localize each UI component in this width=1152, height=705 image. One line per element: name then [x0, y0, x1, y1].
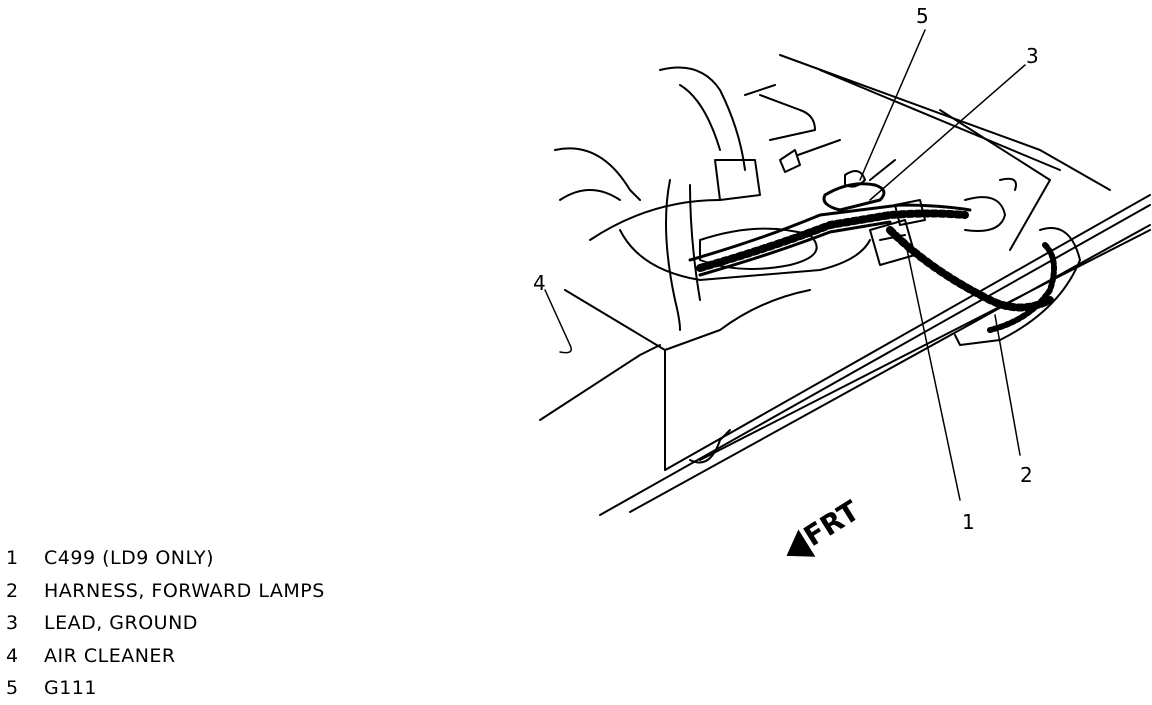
legend-text: C499 (LD9 ONLY): [44, 547, 215, 569]
legend-item: 1 C499 (LD9 ONLY): [6, 542, 325, 575]
callout-5: 5: [916, 4, 929, 28]
legend: 1 C499 (LD9 ONLY) 2 HARNESS, FORWARD LAMPS…: [6, 542, 325, 705]
legend-text: G111: [44, 677, 97, 699]
harness-branch: [886, 226, 1054, 312]
callout-1: 1: [962, 510, 975, 534]
hood-line: [779, 54, 1111, 191]
leader-3: [869, 64, 1026, 201]
legend-item: 5 G111: [6, 672, 325, 705]
leader-4: [544, 289, 572, 354]
leader-5: [859, 29, 926, 181]
harness-main: [688, 203, 972, 277]
intake-hose: [665, 179, 701, 331]
callout-4: 4: [533, 271, 546, 295]
upper-bracket: [659, 66, 816, 171]
fender-outline: [599, 194, 1151, 516]
fender-edge: [564, 289, 811, 471]
air-cleaner-lid: [699, 227, 818, 270]
right-bracket-fill: [987, 242, 1057, 333]
cowl-line: [939, 109, 1051, 251]
legend-item: 2 HARNESS, FORWARD LAMPS: [6, 575, 325, 608]
callout-2: 2: [1020, 463, 1033, 487]
direction-arrow-icon: [786, 529, 816, 557]
ground-lead: [822, 182, 886, 212]
harness-end: [964, 196, 1006, 232]
connector-c499: [869, 219, 916, 266]
leader-1: [904, 239, 961, 501]
fitting: [714, 159, 761, 201]
ground-stud: [779, 139, 841, 173]
legend-text: AIR CLEANER: [44, 644, 176, 667]
inner-panel: [539, 344, 661, 421]
legend-number: 3: [6, 612, 19, 634]
legend-item: 4 AIR CLEANER: [6, 640, 325, 673]
leader-2: [994, 314, 1021, 456]
fender-notch: [689, 429, 731, 464]
front-direction-indicator: FRT: [773, 481, 884, 576]
legend-number: 4: [6, 644, 19, 667]
bolt-stem: [744, 84, 776, 96]
legend-text: LEAD, GROUND: [44, 612, 198, 634]
harness-wrap: [696, 209, 969, 272]
legend-number: 1: [6, 547, 19, 569]
callout-3: 3: [1026, 44, 1039, 68]
air-cleaner-housing: [554, 147, 871, 281]
connector-detail: [894, 199, 926, 226]
legend-text: HARNESS, FORWARD LAMPS: [44, 579, 325, 602]
ground-eyelet: [844, 159, 896, 188]
right-bracket: [954, 227, 1081, 346]
legend-number: 2: [6, 579, 19, 602]
legend-item: 3 LEAD, GROUND: [6, 607, 325, 640]
legend-number: 5: [6, 677, 19, 699]
